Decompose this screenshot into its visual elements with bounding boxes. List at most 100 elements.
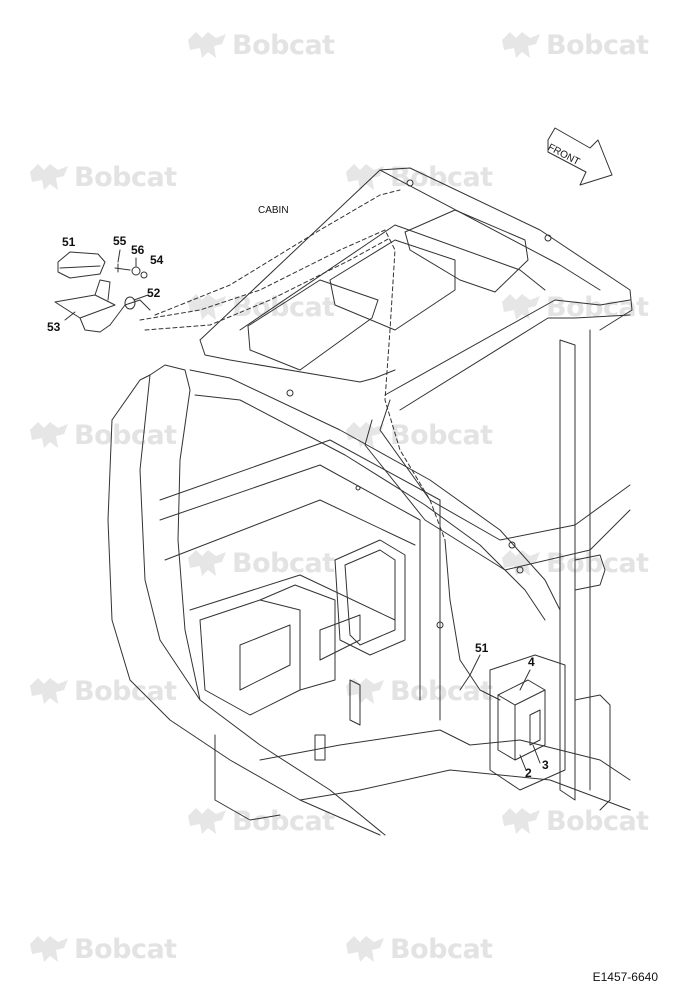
roof-beam	[189, 369, 561, 611]
roof-front-rail	[379, 169, 601, 291]
callout-54: 54	[150, 253, 164, 267]
roof-bolt	[508, 541, 516, 549]
callout-2: 2	[525, 766, 532, 780]
watermark: Bobcat	[500, 28, 649, 62]
bobcat-logo-icon	[30, 422, 68, 448]
antenna-bracket	[54, 294, 116, 319]
antenna-nut	[124, 296, 136, 310]
watermark-text: Bobcat	[74, 161, 177, 193]
interior-bracket	[319, 614, 361, 661]
callout-56: 56	[131, 243, 145, 257]
interior-panel	[199, 599, 301, 716]
bobcat-logo-icon	[188, 32, 226, 58]
interior-panel	[344, 549, 396, 646]
wire-harness	[139, 229, 446, 541]
roof-beam	[194, 394, 546, 621]
bobcat-logo-icon	[502, 32, 540, 58]
watermark-text: Bobcat	[546, 805, 649, 837]
watermark: Bobcat	[28, 674, 177, 708]
watermark-text: Bobcat	[74, 933, 177, 965]
cabin-floor	[214, 734, 281, 821]
leader-line	[64, 311, 76, 321]
interior-panel	[334, 539, 406, 656]
watermark-text: Bobcat	[74, 675, 177, 707]
bobcat-logo-icon	[346, 678, 384, 704]
callout-52: 52	[147, 286, 161, 300]
roof-panel	[329, 239, 456, 331]
roof-panel	[247, 279, 379, 371]
cabin-window-frame	[364, 419, 631, 571]
wire-harness	[144, 237, 391, 331]
leader-line	[519, 754, 527, 771]
antenna-washer	[131, 266, 141, 276]
watermark: Bobcat	[344, 674, 493, 708]
leader-line	[133, 294, 149, 301]
door-pillar	[111, 374, 151, 421]
watermark-text: Bobcat	[232, 29, 335, 61]
door-pillar	[139, 374, 386, 836]
bobcat-logo-icon	[30, 164, 68, 190]
watermark: Bobcat	[186, 28, 335, 62]
back-wall	[189, 574, 396, 621]
roof-bolt	[544, 234, 552, 242]
bobcat-logo-icon	[30, 936, 68, 962]
cabin-window-right	[399, 314, 631, 411]
antenna-bolt	[114, 263, 131, 273]
watermark: Bobcat	[500, 546, 649, 580]
interior-post	[349, 679, 361, 726]
watermark: Bobcat	[28, 932, 177, 966]
cabin-window-frame	[379, 399, 631, 541]
interior-panel	[259, 584, 336, 691]
rear-post	[559, 339, 576, 801]
wire-harness	[444, 539, 501, 701]
roof-bolt	[436, 621, 444, 629]
watermark: Bobcat	[186, 546, 335, 580]
antenna-washer	[140, 271, 148, 279]
watermark-text: Bobcat	[390, 933, 493, 965]
watermark: Bobcat	[28, 418, 177, 452]
watermark-text: Bobcat	[74, 419, 177, 451]
diagram-reference-number: E1457-6640	[592, 970, 658, 984]
watermark: Bobcat	[186, 290, 335, 324]
antenna-bracket	[94, 279, 111, 301]
leader-line	[117, 249, 121, 263]
roof-panel	[404, 209, 529, 293]
callout-53: 53	[47, 320, 61, 334]
interior-bracket	[239, 624, 291, 691]
watermark-text: Bobcat	[546, 547, 649, 579]
bobcat-logo-icon	[188, 294, 226, 320]
cabin-window-right	[384, 299, 631, 396]
roof-bolt	[355, 485, 361, 491]
callout-3: 3	[542, 758, 549, 772]
watermark: Bobcat	[500, 804, 649, 838]
cabin-roof-edge	[199, 339, 396, 383]
door-pillar	[149, 364, 201, 701]
control-module	[514, 689, 546, 706]
cabin-roof-inner	[239, 224, 546, 331]
handrail	[574, 694, 611, 811]
handrail	[574, 554, 606, 591]
watermark-text: Bobcat	[390, 419, 493, 451]
bobcat-logo-icon	[188, 550, 226, 576]
control-module	[497, 679, 546, 761]
door-pillar	[107, 419, 381, 836]
back-wall	[159, 464, 421, 701]
front-arrow	[547, 127, 613, 186]
interior-post	[314, 734, 326, 761]
cabin-label: CABIN	[258, 205, 289, 216]
leader-line	[459, 654, 481, 691]
callout-4: 4	[528, 655, 535, 669]
bobcat-logo-icon	[346, 164, 384, 190]
watermark-text: Bobcat	[546, 29, 649, 61]
leader-line	[519, 669, 531, 691]
back-wall	[159, 439, 441, 721]
bobcat-logo-icon	[502, 294, 540, 320]
roof-bolt	[406, 179, 414, 187]
antenna-body	[57, 251, 106, 279]
module-connector	[529, 709, 541, 746]
antenna-body	[59, 265, 101, 269]
bobcat-logo-icon	[346, 422, 384, 448]
watermark-text: Bobcat	[232, 805, 335, 837]
mounting-plate	[489, 654, 566, 791]
